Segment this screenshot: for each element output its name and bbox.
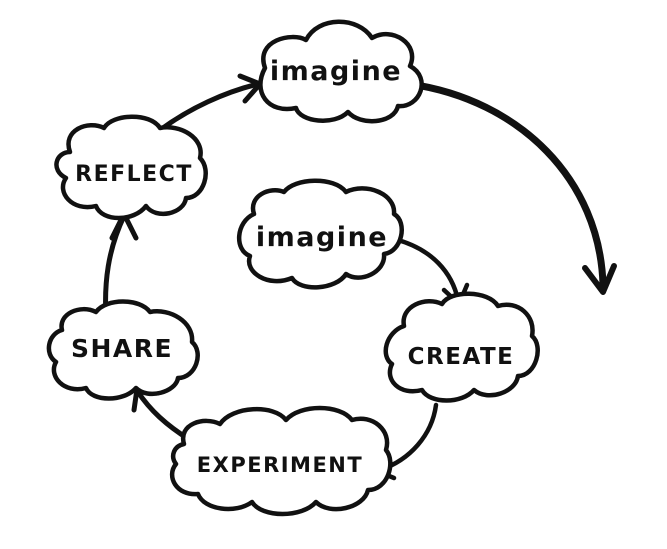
node-label-reflect: REFLECT	[75, 162, 193, 187]
arrowhead-imagine-outward	[582, 263, 617, 295]
arrow-imagine-to-create	[395, 237, 461, 303]
cloud-create: CREATE	[383, 291, 540, 403]
arrow-reflect-to-imagine	[157, 81, 261, 133]
node-label-imagine-center: imagine	[256, 222, 388, 253]
node-label-experiment: EXPERIMENT	[197, 453, 363, 477]
arrow-imagine-outward	[406, 80, 607, 289]
cloud-reflect: REFLECT	[54, 114, 208, 221]
cloud-share: SHARE	[46, 299, 200, 401]
node-label-imagine-top: imagine	[270, 56, 402, 87]
cloud-imagine-center: imagine	[236, 178, 404, 290]
node-label-share: SHARE	[71, 334, 173, 363]
cloud-imagine-top: imagine	[258, 19, 424, 124]
node-label-create: CREATE	[408, 344, 515, 370]
cloud-experiment: EXPERIMENT	[169, 405, 393, 517]
